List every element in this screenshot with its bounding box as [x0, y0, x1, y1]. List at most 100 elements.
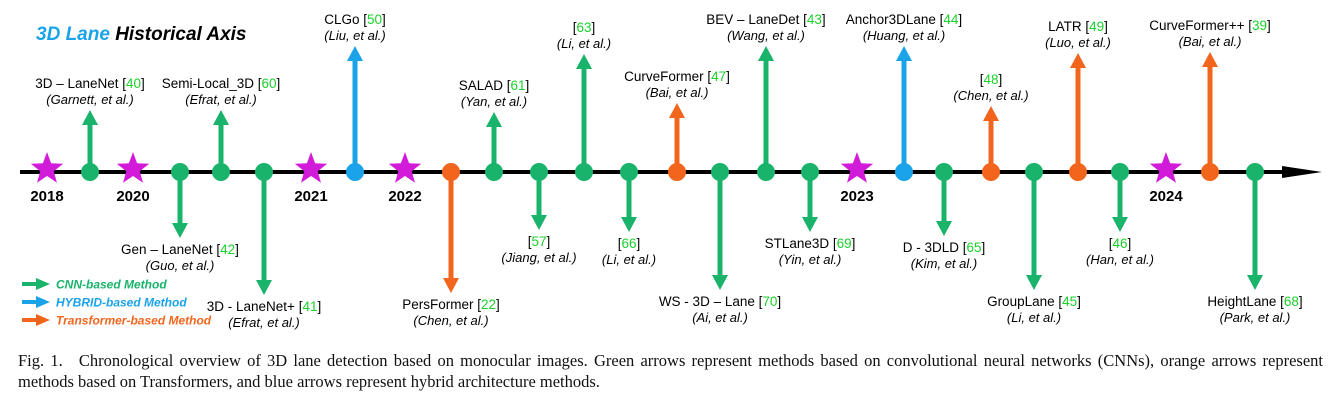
method-22-ref-open: [: [1280, 294, 1284, 309]
method-3-arrow-shaft: [177, 172, 183, 223]
method-12-ref-open: [: [759, 294, 763, 309]
method-7-ref: 61: [511, 78, 526, 93]
method-8-ref: 57: [531, 234, 546, 249]
method-2-ref-close: ]: [277, 76, 281, 91]
method-22-ref: 68: [1284, 294, 1299, 309]
method-19-ref-open: [: [1085, 19, 1089, 34]
method-8-arrow-head: [531, 215, 547, 230]
method-4-arrow-shaft: [261, 172, 267, 280]
method-8-node: [530, 163, 548, 181]
method-20-arrow-head: [1112, 217, 1128, 232]
method-2-arrow-shaft: [218, 125, 224, 172]
method-5-name-text: CLGo: [324, 12, 363, 27]
method-17-name: [48]: [980, 72, 1003, 87]
method-14-ref-close: ]: [852, 236, 856, 251]
method-6-arrow-head: [443, 278, 459, 293]
method-11-author: (Bai, et al.): [646, 85, 709, 100]
method-11-arrow-shaft: [674, 118, 680, 172]
method-22-arrow-shaft: [1252, 172, 1258, 275]
method-7-author: (Yan, et al.): [461, 94, 527, 109]
method-3-name: Gen – LaneNet [42]: [121, 242, 239, 257]
method-15-node: [895, 163, 913, 181]
method-15-ref-open: [: [940, 12, 944, 27]
method-12-ref: 70: [762, 294, 777, 309]
method-5-name: CLGo [50]: [324, 12, 386, 27]
method-14-name-text: STLane3D: [765, 236, 833, 251]
method-13-arrow-head: [758, 46, 774, 61]
method-14-arrow-shaft: [807, 172, 813, 217]
method-6-name: PersFormer [22]: [402, 297, 500, 312]
method-15-name: Anchor3DLane [44]: [846, 12, 962, 27]
method-9-arrow-head: [576, 54, 592, 69]
method-7-name-text: SALAD: [459, 78, 507, 93]
method-16-ref: 65: [966, 240, 981, 255]
method-5-ref-close: ]: [382, 12, 386, 27]
method-20-ref-close: ]: [1128, 236, 1132, 251]
legend-transformer-label: Transformer-based Method: [56, 314, 212, 328]
year-star-2022: [388, 152, 422, 183]
method-21-name: CurveFormer++ [39]: [1149, 18, 1271, 33]
legend-hybrid-head: [36, 296, 50, 308]
year-star-2020: [116, 152, 150, 183]
method-21-arrow-head: [1202, 52, 1218, 67]
year-star-2018: [30, 152, 64, 183]
method-18-node: [1025, 163, 1043, 181]
legend-transformer-shaft: [22, 318, 38, 322]
year-star-2024: [1149, 152, 1183, 183]
method-9-ref-close: ]: [592, 20, 596, 35]
method-8-ref-close: ]: [547, 234, 551, 249]
method-14-arrow-head: [802, 217, 818, 232]
year-label-2021: 2021: [294, 188, 327, 205]
method-7-name: SALAD [61]: [459, 78, 530, 93]
method-5-ref: 50: [367, 12, 382, 27]
method-4-name-text: 3D - LaneNet+: [207, 299, 299, 314]
legend-cnn-head: [36, 278, 50, 290]
diagram-title: 3D Lane Historical Axis: [36, 24, 247, 45]
method-19-ref-close: ]: [1104, 19, 1108, 34]
method-6-node: [442, 163, 460, 181]
method-20-ref-open: [: [1109, 236, 1113, 251]
method-19-ref: 49: [1089, 19, 1104, 34]
method-18-arrow-shaft: [1031, 172, 1037, 275]
method-19-arrow-shaft: [1075, 68, 1081, 172]
method-7-ref-open: [: [507, 78, 511, 93]
method-18-ref-open: [: [1058, 294, 1062, 309]
method-22-arrow-head: [1247, 275, 1263, 290]
method-1-ref-close: ]: [141, 76, 145, 91]
method-3-arrow-head: [172, 223, 188, 238]
method-22-ref-close: ]: [1299, 294, 1303, 309]
method-7-node: [485, 163, 503, 181]
method-20-author: (Han, et al.): [1086, 252, 1154, 267]
method-6-name-text: PersFormer: [402, 297, 477, 312]
method-21-node: [1201, 163, 1219, 181]
method-12-node: [711, 163, 729, 181]
method-12-arrow-shaft: [717, 172, 723, 275]
method-8-ref-open: [: [528, 234, 532, 249]
method-20-name: [46]: [1109, 236, 1132, 251]
method-12-author: (Ai, et al.): [692, 310, 748, 325]
method-14-ref: 69: [837, 236, 852, 251]
method-7-arrow-shaft: [491, 127, 497, 172]
legend-hybrid-label: HYBRID-based Method: [56, 296, 187, 310]
method-4-ref-open: [: [299, 299, 303, 314]
method-8-arrow-shaft: [536, 172, 542, 215]
method-17-arrow-head: [983, 106, 999, 121]
method-13-ref-close: ]: [822, 12, 826, 27]
method-13-node: [757, 163, 775, 181]
method-16-arrow-shaft: [941, 172, 947, 221]
method-16-name: D - 3DLD [65]: [903, 240, 986, 255]
legend-transformer-head: [36, 314, 50, 326]
method-16-ref-close: ]: [982, 240, 986, 255]
method-3-ref: 42: [220, 242, 235, 257]
method-11-node: [668, 163, 686, 181]
method-21-arrow-shaft: [1207, 67, 1213, 172]
method-20-node: [1111, 163, 1129, 181]
method-9-name: [63]: [573, 20, 596, 35]
legend-hybrid-shaft: [22, 300, 38, 304]
method-21-ref: 39: [1252, 18, 1267, 33]
method-19-name-text: LATR: [1048, 19, 1085, 34]
year-star-2021: [294, 152, 328, 183]
method-8-name: [57]: [528, 234, 551, 249]
method-18-name: GroupLane [45]: [987, 294, 1081, 309]
